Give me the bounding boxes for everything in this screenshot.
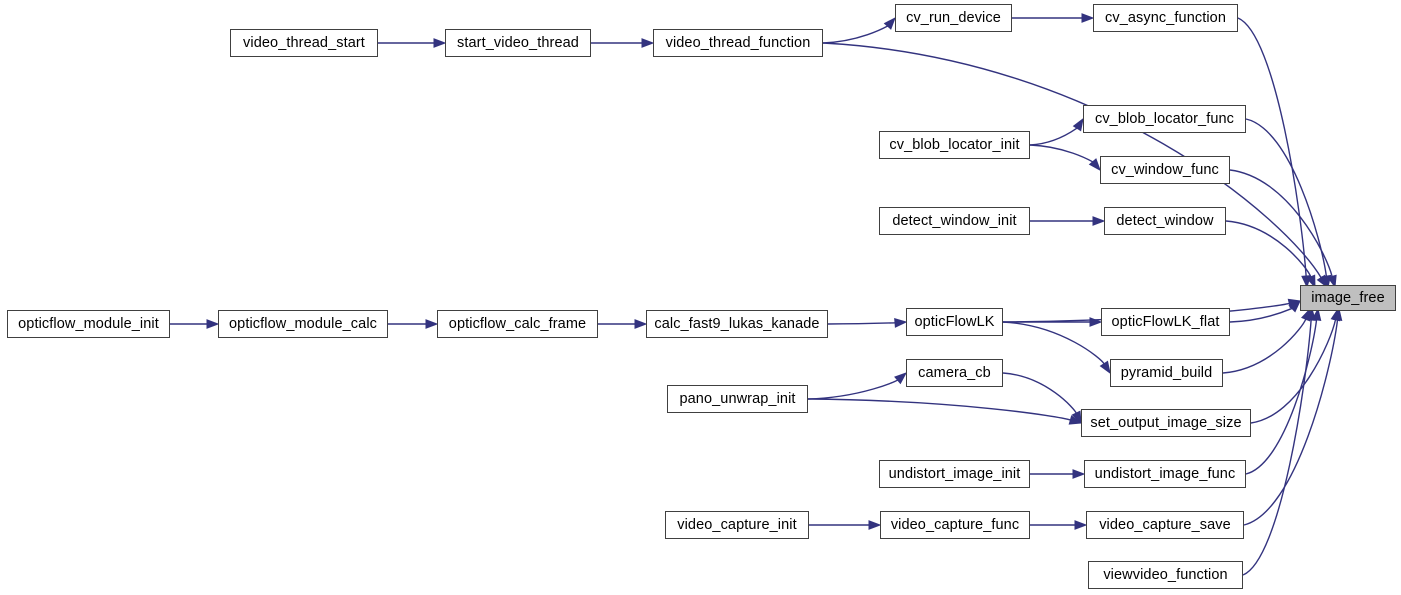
graph-node-cv_window_func[interactable]: cv_window_func (1100, 156, 1230, 184)
graph-node-detect_window[interactable]: detect_window (1104, 207, 1226, 235)
graph-node-label: undistort_image_init (888, 465, 1021, 482)
graph-node-label: viewvideo_function (1103, 566, 1228, 583)
graph-edge-cv_blob_locator_init-to-cv_window_func (1029, 144, 1101, 172)
graph-node-opticflow_module_init[interactable]: opticflow_module_init (7, 310, 170, 338)
graph-edge-cv_run_device-to-cv_async_function (1012, 13, 1095, 23)
graph-node-label: set_output_image_size (1090, 414, 1242, 431)
graph-edge-cv_window_func-to-image_free (1229, 169, 1337, 289)
graph-node-label: start_video_thread (457, 34, 579, 51)
graph-edge-start_video_thread-to-video_thread_function (591, 38, 655, 48)
graph-node-calc_fast9_lukas_kanade[interactable]: calc_fast9_lukas_kanade (646, 310, 828, 338)
graph-node-cv_async_function[interactable]: cv_async_function (1093, 4, 1238, 32)
graph-node-label: cv_blob_locator_func (1094, 110, 1235, 127)
graph-edge-video_thread_function-to-image_free (822, 42, 1328, 289)
graph-node-label: video_thread_function (665, 34, 811, 51)
graph-node-label: opticflow_calc_frame (448, 315, 587, 332)
graph-node-label: cv_window_func (1111, 161, 1219, 178)
graph-edge-video_thread_start-to-start_video_thread (378, 38, 447, 48)
graph-node-label: cv_async_function (1105, 9, 1226, 26)
graph-node-label: undistort_image_func (1094, 465, 1236, 482)
graph-node-label: video_capture_func (890, 516, 1020, 533)
graph-edge-video_capture_func-to-video_capture_save (1030, 520, 1088, 530)
graph-node-label: pano_unwrap_init (679, 390, 796, 407)
graph-node-video_thread_function[interactable]: video_thread_function (653, 29, 823, 57)
graph-node-label: video_thread_start (243, 34, 365, 51)
graph-edge-undistort_image_func-to-image_free (1245, 307, 1322, 475)
graph-node-video_capture_init[interactable]: video_capture_init (665, 511, 809, 539)
graph-node-start_video_thread[interactable]: start_video_thread (445, 29, 591, 57)
graph-edge-opticFlowLK-to-opticFlowLK_flat (1003, 317, 1103, 327)
graph-node-set_output_image_size[interactable]: set_output_image_size (1081, 409, 1251, 437)
graph-node-opticflow_calc_frame[interactable]: opticflow_calc_frame (437, 310, 598, 338)
graph-node-cv_blob_locator_func[interactable]: cv_blob_locator_func (1083, 105, 1246, 133)
graph-node-label: cv_blob_locator_init (889, 136, 1020, 153)
graph-node-detect_window_init[interactable]: detect_window_init (879, 207, 1030, 235)
graph-node-opticflow_module_calc[interactable]: opticflow_module_calc (218, 310, 388, 338)
graph-node-label: camera_cb (918, 364, 991, 381)
graph-edge-opticFlowLK-to-pyramid_build (1002, 321, 1111, 375)
graph-node-label: cv_run_device (906, 9, 1001, 26)
graph-node-label: calc_fast9_lukas_kanade (654, 315, 820, 332)
graph-node-cv_run_device[interactable]: cv_run_device (895, 4, 1012, 32)
graph-node-cv_blob_locator_init[interactable]: cv_blob_locator_init (879, 131, 1030, 159)
graph-edge-pano_unwrap_init-to-camera_cb (807, 372, 908, 400)
graph-node-camera_cb[interactable]: camera_cb (906, 359, 1003, 387)
graph-edge-opticflow_module_init-to-opticflow_module_calc (170, 319, 220, 329)
graph-node-label: opticflow_module_calc (229, 315, 377, 332)
graph-edge-pyramid_build-to-image_free (1222, 307, 1311, 374)
graph-node-label: detect_window (1116, 212, 1214, 229)
graph-node-opticFlowLK_flat[interactable]: opticFlowLK_flat (1101, 308, 1230, 336)
graph-edge-opticflow_module_calc-to-opticflow_calc_frame (388, 319, 439, 329)
graph-node-pano_unwrap_init[interactable]: pano_unwrap_init (667, 385, 808, 413)
graph-node-viewvideo_function[interactable]: viewvideo_function (1088, 561, 1243, 589)
graph-edge-set_output_image_size-to-image_free (1250, 307, 1341, 424)
graph-node-undistort_image_func[interactable]: undistort_image_func (1084, 460, 1246, 488)
graph-edge-opticflow_calc_frame-to-calc_fast9_lukas_kanade (598, 319, 648, 329)
graph-edge-detect_window-to-image_free (1225, 220, 1316, 289)
graph-edge-pano_unwrap_init-to-set_output_image_size (807, 398, 1083, 425)
graph-node-image_free[interactable]: image_free (1300, 285, 1396, 311)
graph-edge-opticFlowLK_flat-to-image_free (1229, 300, 1302, 323)
graph-edge-video_capture_save-to-image_free (1243, 307, 1343, 526)
graph-node-label: video_capture_init (677, 516, 797, 533)
graph-node-label: pyramid_build (1120, 364, 1213, 381)
graph-node-label: video_capture_save (1099, 516, 1231, 533)
graph-node-pyramid_build[interactable]: pyramid_build (1110, 359, 1223, 387)
graph-edge-calc_fast9_lukas_kanade-to-opticFlowLK (827, 318, 908, 328)
graph-node-label: detect_window_init (892, 212, 1017, 229)
graph-edge-detect_window_init-to-detect_window (1030, 216, 1106, 226)
graph-node-label: image_free (1311, 289, 1385, 306)
graph-edge-cv_async_function-to-image_free (1237, 17, 1312, 289)
graph-edge-cv_blob_locator_init-to-cv_blob_locator_func (1029, 117, 1084, 146)
graph-edge-cv_blob_locator_func-to-image_free (1245, 118, 1332, 289)
graph-node-label: opticFlowLK_flat (1111, 313, 1220, 330)
graph-edge-video_thread_function-to-cv_run_device (822, 16, 896, 44)
graph-edge-viewvideo_function-to-image_free (1242, 307, 1316, 576)
graph-node-label: opticFlowLK (914, 313, 995, 330)
graph-node-opticFlowLK[interactable]: opticFlowLK (906, 308, 1003, 336)
graph-node-video_capture_func[interactable]: video_capture_func (880, 511, 1030, 539)
graph-edge-camera_cb-to-set_output_image_size (1002, 372, 1082, 425)
graph-node-label: opticflow_module_init (18, 315, 159, 332)
graph-node-undistort_image_init[interactable]: undistort_image_init (879, 460, 1030, 488)
graph-node-video_thread_start[interactable]: video_thread_start (230, 29, 378, 57)
graph-edge-undistort_image_init-to-undistort_image_func (1030, 469, 1086, 479)
graph-node-video_capture_save[interactable]: video_capture_save (1086, 511, 1244, 539)
graph-edge-video_capture_init-to-video_capture_func (809, 520, 882, 530)
